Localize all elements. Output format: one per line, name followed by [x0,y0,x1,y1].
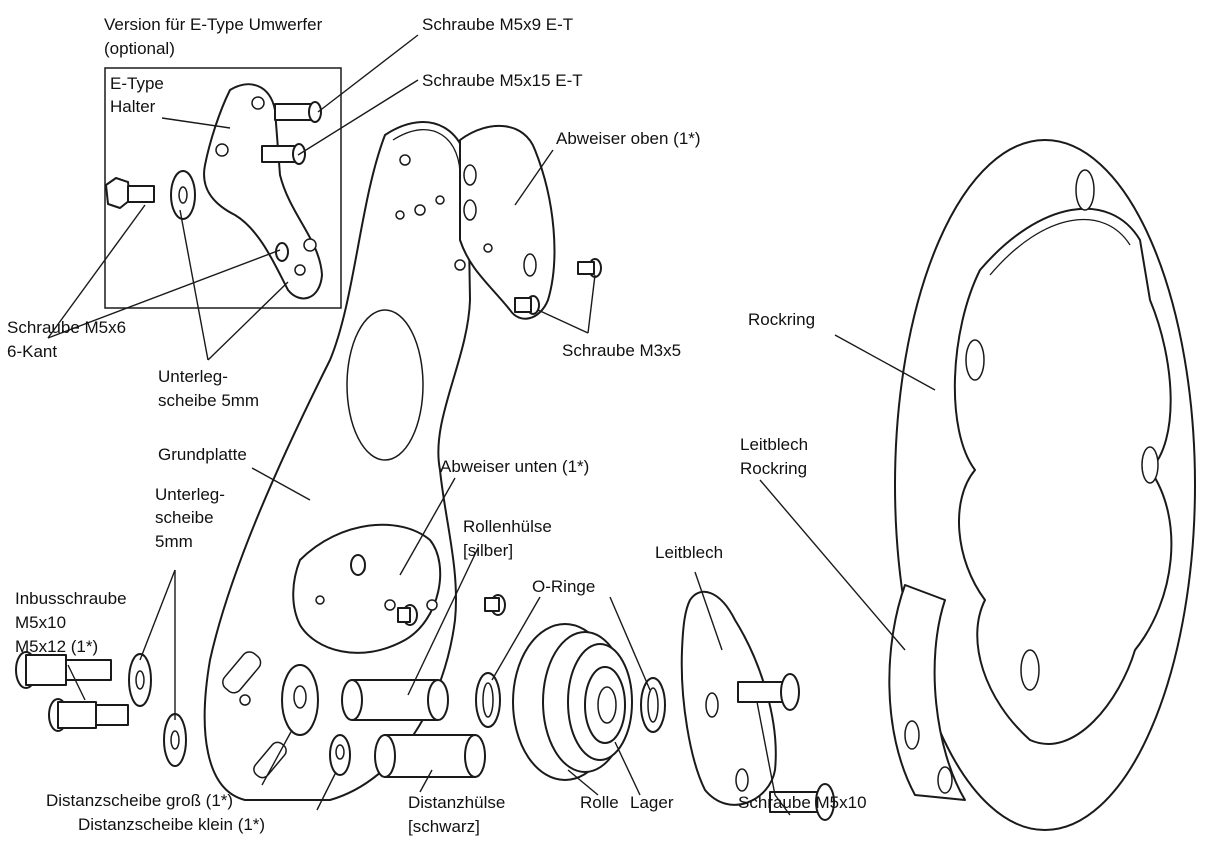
label-lager: Lager [630,793,674,812]
label-rollenhuelse-1: Rollenhülse [463,517,552,536]
label-leitblech-rockring-2: Rockring [740,459,807,478]
label-rollenhuelse-2: [silber] [463,541,513,560]
label-unterleg-left-1: Unterleg- [155,485,225,504]
distanzscheiben [281,664,351,776]
label-unterleg-top-2: scheibe 5mm [158,391,259,410]
label-schraube-m5x10: Schraube M5x10 [738,793,867,812]
inbusschrauben [15,651,129,732]
label-grundplatte: Grundplatte [158,445,247,464]
label-etype-halter-1: E-Type [110,74,164,93]
label-schraube-m5x6-1: Schraube M5x6 [7,318,126,337]
distanzhuelse [374,734,486,778]
unterlegscheiben-left [128,653,187,767]
schraube-m5x10 [737,673,835,821]
label-abweiser-unten: Abweiser unten (1*) [440,457,589,476]
small-screws [350,554,506,626]
label-abweiser-oben: Abweiser oben (1*) [556,129,701,148]
label-distanz-klein: Distanzscheibe klein (1*) [78,815,265,834]
labels: Version für E-Type Umwerfer (optional) E… [7,15,867,836]
schraube-m3x5 [514,258,602,315]
lager [584,666,626,744]
label-rockring: Rockring [748,310,815,329]
label-etype-halter-2: Halter [110,97,156,116]
label-schraube-m3x5: Schraube M3x5 [562,341,681,360]
label-rolle: Rolle [580,793,619,812]
label-distanzhuelse-1: Distanzhülse [408,793,505,812]
label-o-ringe: O-Ringe [532,577,595,596]
label-inbus-3: M5x12 (1*) [15,637,98,656]
leitblech [680,590,777,806]
label-schraube-m5x6-2: 6-Kant [7,342,57,361]
label-leitblech-rockring-1: Leitblech [740,435,808,454]
label-schraube-m5x15: Schraube M5x15 E-T [422,71,583,90]
label-unterleg-top-1: Unterleg- [158,367,228,386]
o-ringe [475,672,666,733]
rockring [894,139,1196,831]
label-distanz-gross: Distanzscheibe groß (1*) [46,791,233,810]
label-etype-optional: (optional) [104,39,175,58]
etype-inset [104,67,342,309]
abweiser-oben [459,124,556,320]
label-inbus-1: Inbusschraube [15,589,127,608]
label-schraube-m5x9: Schraube M5x9 E-T [422,15,573,34]
label-inbus-2: M5x10 [15,613,66,632]
leitblech-rockring [888,584,966,801]
label-leitblech: Leitblech [655,543,723,562]
label-distanzhuelse-2: [schwarz] [408,817,480,836]
leader-lines [47,34,936,816]
label-etype-version: Version für E-Type Umwerfer [104,15,323,34]
label-unterleg-left-3: 5mm [155,532,193,551]
rollenhuelse [341,679,449,721]
label-unterleg-left-2: scheibe [155,508,214,527]
